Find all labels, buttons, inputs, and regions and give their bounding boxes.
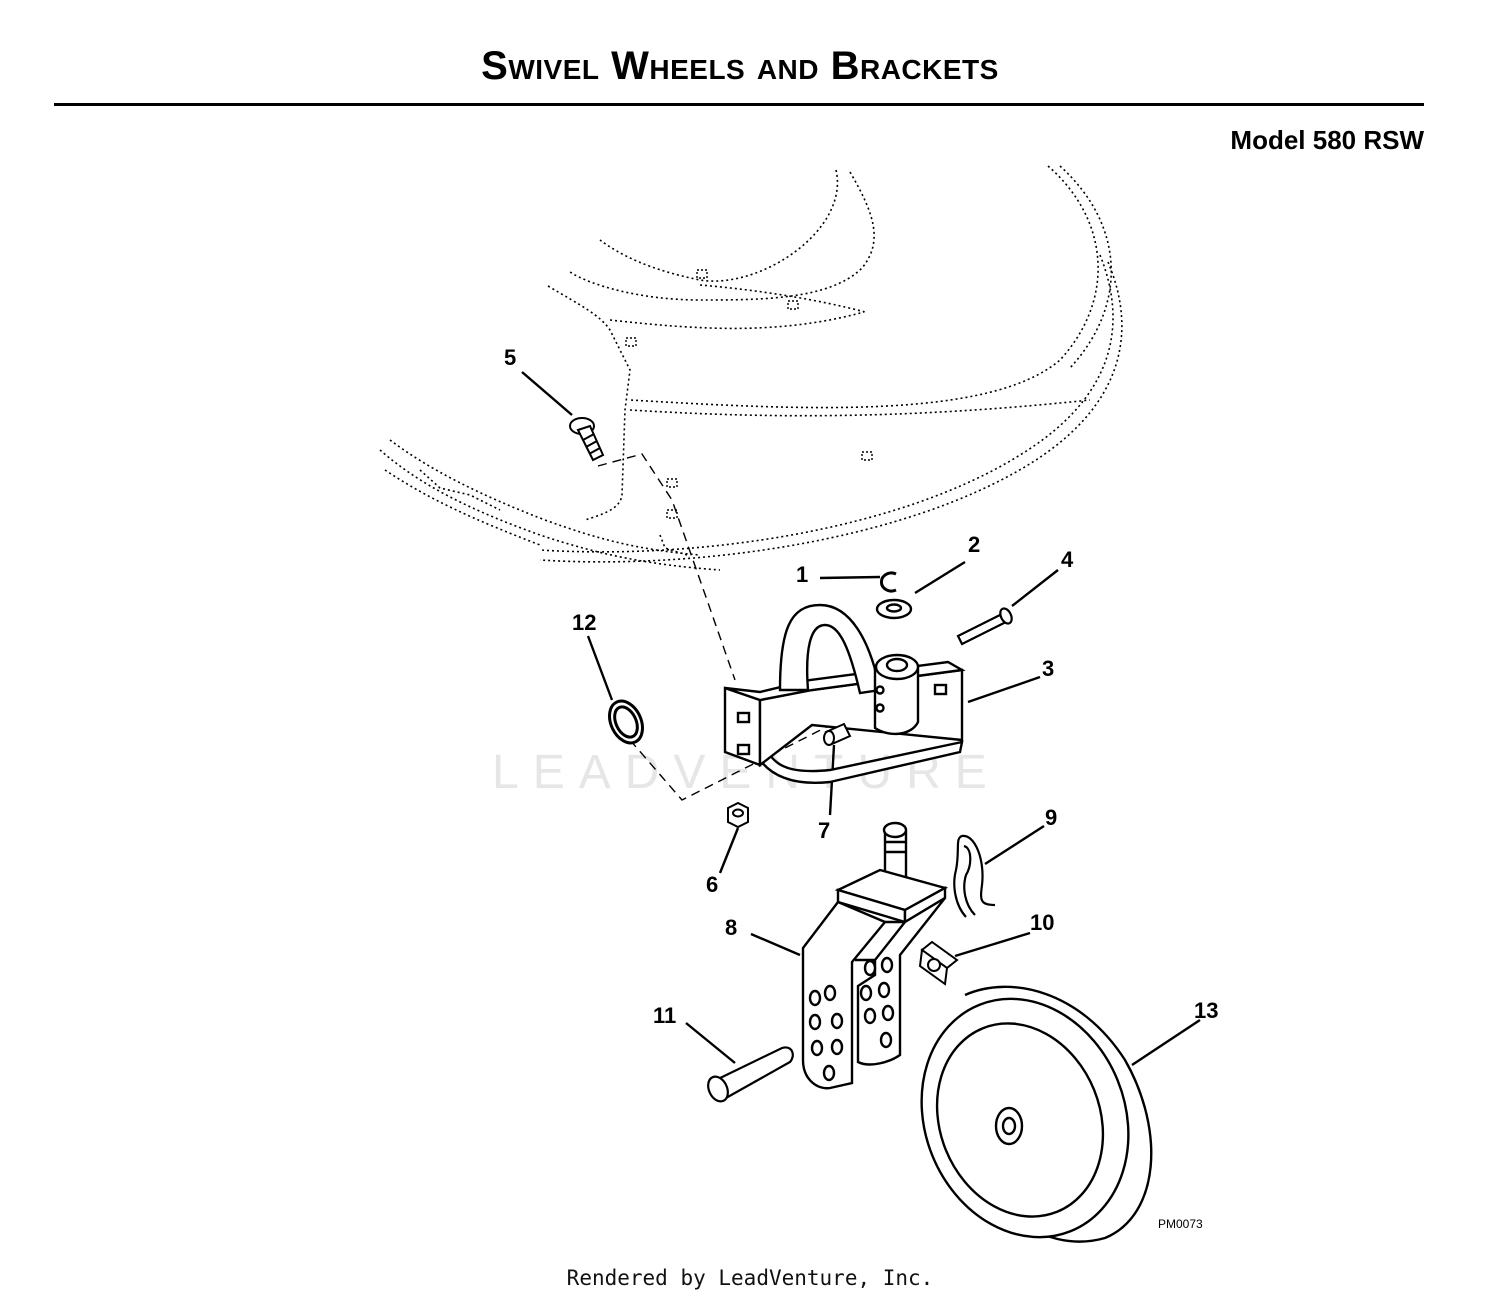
part-13-wheel [920,985,1153,1243]
callout-1: 1 [796,562,808,587]
callout-11: 11 [653,1003,676,1028]
part-5-carriage-bolt [569,417,605,462]
callout-7: 7 [818,818,830,843]
callout-6: 6 [706,872,718,897]
part-10-square-washer [918,940,959,986]
leader-lines [521,371,1201,1067]
part-12-snap-ring [608,699,644,745]
part-4-pin [956,607,1013,646]
callout-3: 3 [1042,656,1054,681]
page-title: Swivel Wheels and Brackets [481,44,999,88]
footer-credit: Rendered by LeadVenture, Inc. [566,1266,934,1290]
model-label: Model 580 RSW [1230,125,1424,155]
callout-9: 9 [1045,805,1057,830]
part-6-hex-nut [727,801,749,829]
callout-2: 2 [968,532,980,557]
callout-8: 8 [725,915,737,940]
callout-13: 13 [1194,998,1218,1023]
assembly-lines [597,453,881,801]
part-2-washer [875,598,913,620]
drawing-code: PM0073 [1158,1217,1203,1231]
part-3-swivel-bracket [723,603,966,784]
callout-12: 12 [572,610,596,635]
part-8-wheel-fork [801,821,949,1090]
mower-deck [379,165,1123,571]
deck-mounting-holes [625,269,873,519]
callout-labels: 1 2 3 4 5 6 7 8 9 10 11 12 13 [504,345,1218,1028]
part-9-hairpin-clip [953,834,996,918]
callout-10: 10 [1030,910,1054,935]
part-11-axle-pin [707,1046,794,1103]
title-rule [54,103,1424,106]
callout-5: 5 [504,345,516,370]
part-7-set-screw [823,722,852,746]
callout-4: 4 [1061,547,1074,572]
part-1-e-clip [879,571,897,593]
